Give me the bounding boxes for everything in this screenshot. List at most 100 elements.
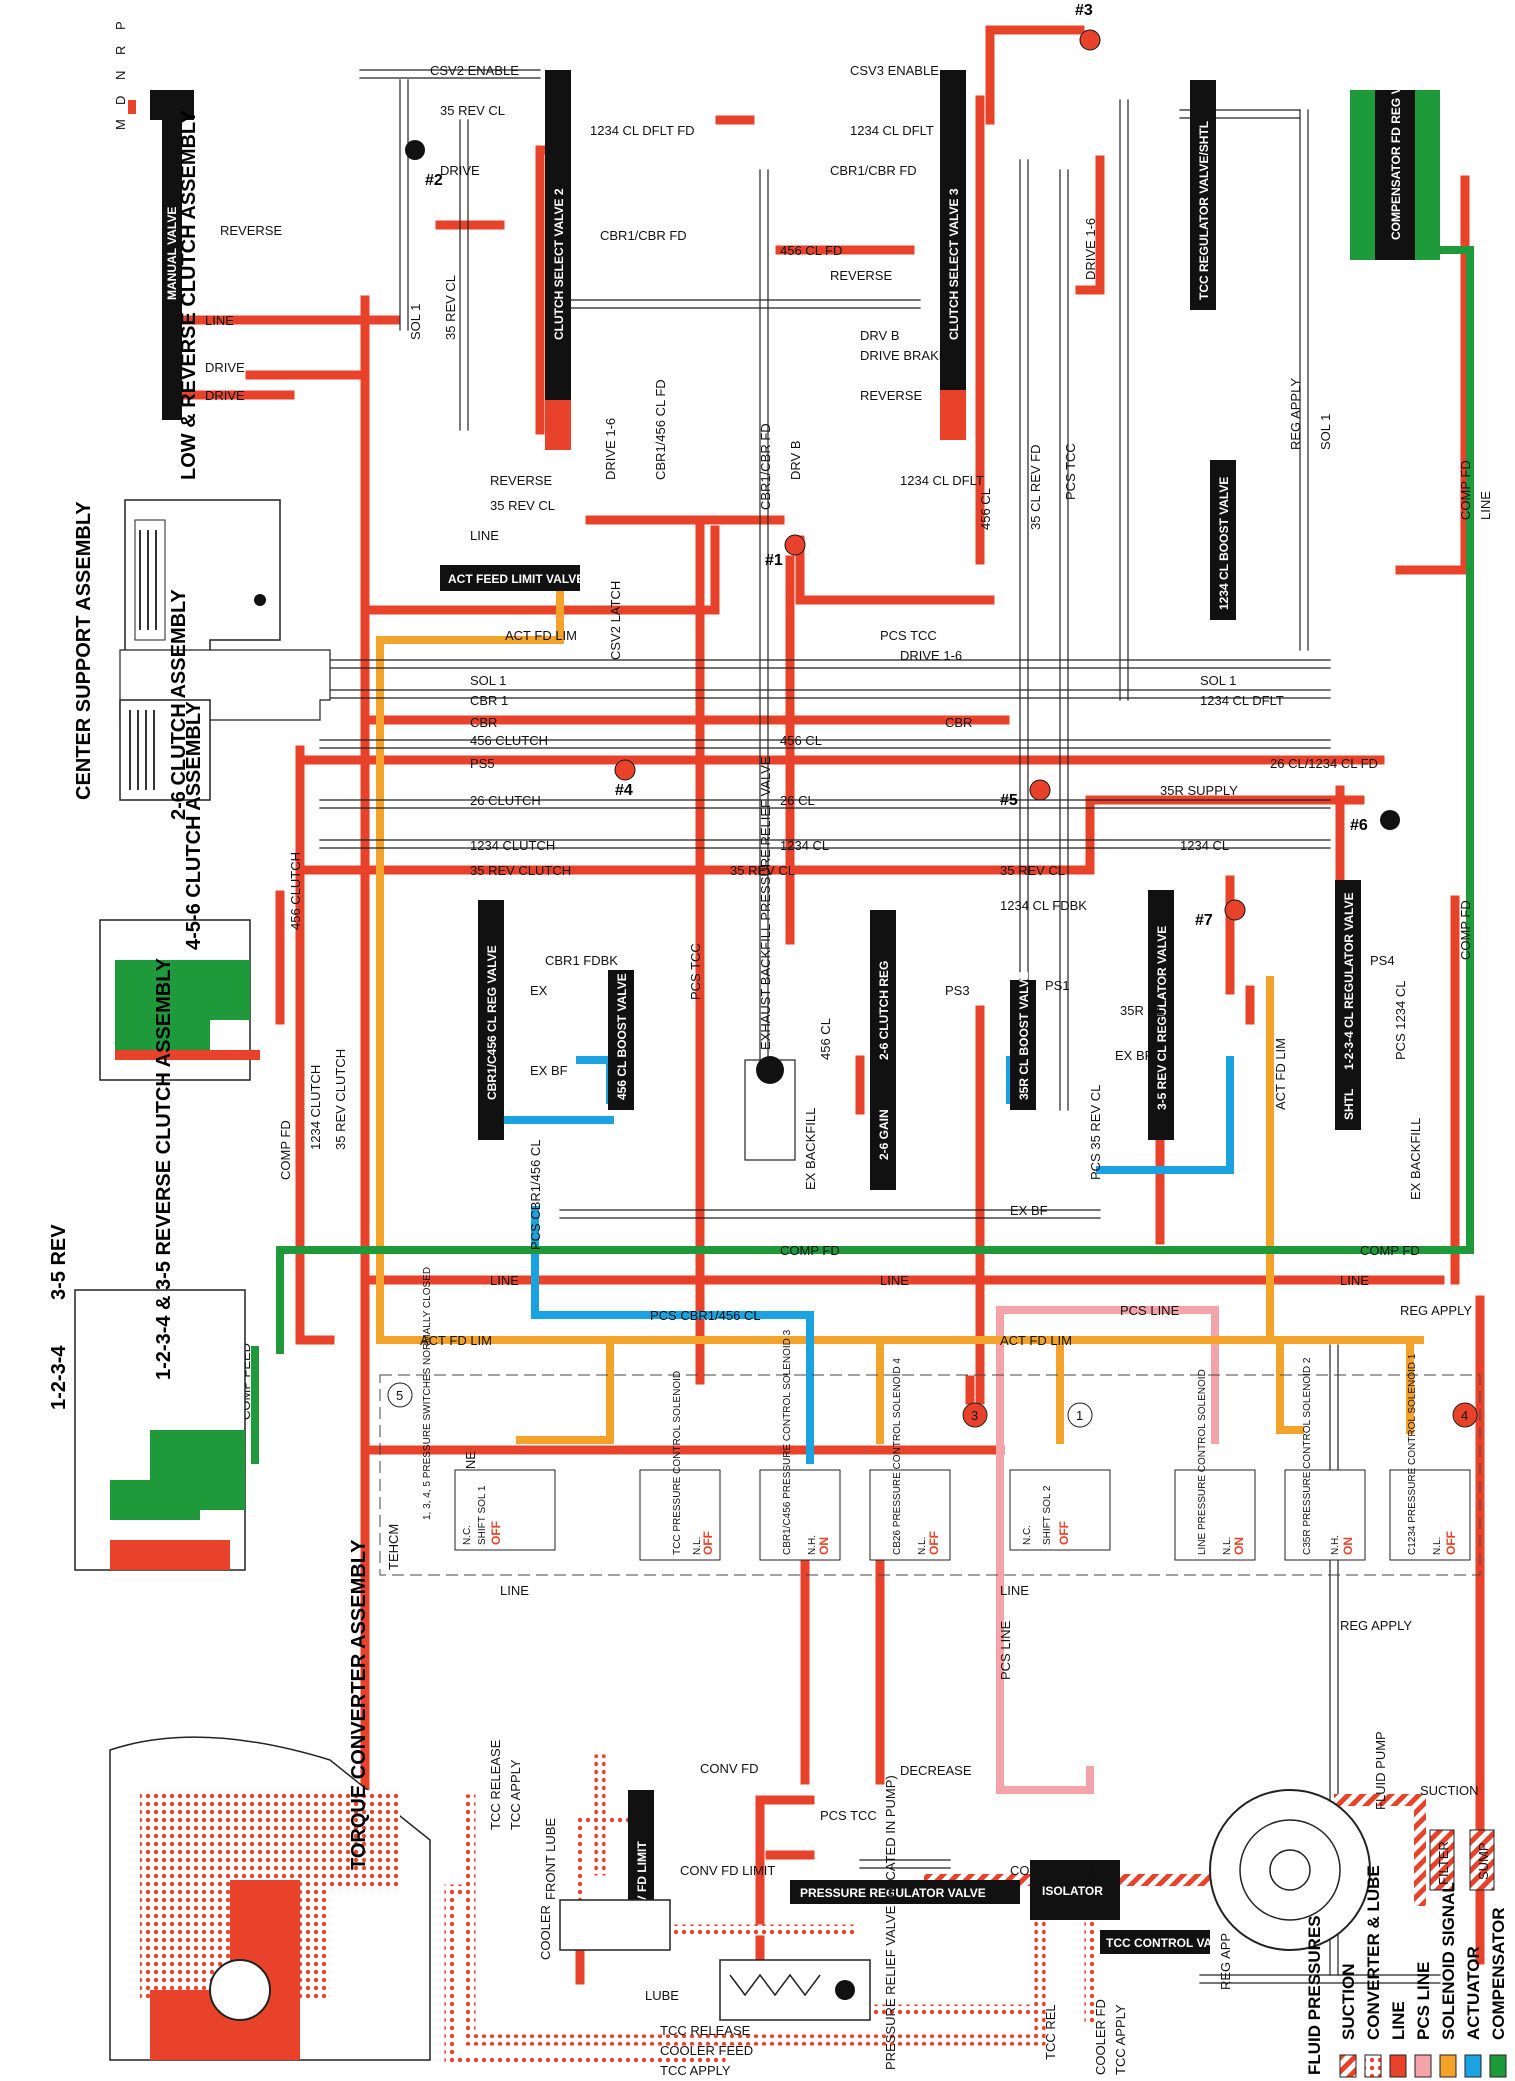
solenoid-shift-sol-1[interactable]: SHIFT SOL 1 N.C. OFF [454,1469,556,1551]
svg-text:SUCTION: SUCTION [1339,1964,1358,2041]
pipe-cooler-fd-v: COOLER FD [1093,1999,1108,2075]
pipe-comp-fd-v3: COMP FD [278,1120,293,1180]
pipe-ex-backfill-v: EX BACKFILL [803,1108,818,1190]
clutch-select-valve-2[interactable]: CLUTCH SELECT VALVE 2 [545,70,571,450]
tcc-control-label: TCC CONTROL VALVE [1106,1936,1235,1950]
pipe-cbr1-1: CBR 1 [470,693,508,708]
fluid-pump-label: FLUID PUMP [1373,1731,1388,1810]
pipe-reg-apply-2: REG APPLY [1340,1618,1412,1633]
pipe-act-fd-lim-v: ACT FD LIM [1273,1038,1288,1110]
solenoid-line-pcs[interactable]: LINE PRESSURE CONTROL SOLENOID N.L. ON [1174,1369,1256,1561]
boost-456-label: 456 CL BOOST VALVE [615,973,629,1100]
pipe-456cl-v2: 456 CL [818,1018,833,1060]
solenoid-shift-sol-2[interactable]: SHIFT SOL 2 N.C. OFF [1009,1469,1111,1551]
svg-text:#7: #7 [1195,912,1213,929]
act-feed-limit-valve[interactable]: ACT FEED LIMIT VALVE [440,565,584,591]
pipe-pcs-line-v: PCS LINE [998,1620,1013,1680]
tehcm-block: TEHCM 1, 3, 4, 5 PRESSURE SWITCHES NORMA… [379,1267,1481,1576]
pipe-drive-brake: DRIVE BRAKE [860,348,948,363]
legend-item-actuator: ACTUATOR [1464,1946,1483,2078]
svg-text:4: 4 [1461,1408,1468,1423]
pipe-35r-supply: 35R SUPPLY [1160,783,1238,798]
tcc-regulator-valve[interactable]: TCC REGULATOR VALVE/SHTL [1190,80,1216,310]
pipe-drive16-v: DRIVE 1-6 [603,418,618,480]
pipe-cbr-2: CBR [945,715,972,730]
clutch-select-valve-3[interactable]: CLUTCH SELECT VALVE 3 [940,70,966,440]
pipe-act-fd-lim-2: ACT FD LIM [420,1333,492,1348]
pipe-tcc-release-v2: TCC RELEASE [488,1739,503,1830]
pipe-tcc-release: TCC RELEASE [660,2023,751,2038]
pipe-tcc-rel-v: TCC REL [1043,2004,1058,2060]
svg-text:#4: #4 [615,782,633,799]
solenoid-pcs-4[interactable]: CB26 PRESSURE CONTROL SOLENOID 4 N.L. OF… [869,1358,951,1561]
solenoid-pcs-2[interactable]: C35R PRESSURE CONTROL SOLENOID 2 N.H. ON [1284,1357,1366,1561]
csv3-label: CLUTCH SELECT VALVE 3 [947,188,961,340]
legend-item-pcs-line: PCS LINE [1414,1962,1433,2078]
pipe-line-1: LINE [205,313,234,328]
solenoid-signal-passages [376,566,1424,1444]
pipe-pcs-cbr1-456: PCS CBR1/456 CL [650,1308,761,1323]
torque-converter-assembly: TORQUE CONVERTER ASSEMBLY [109,1539,431,2061]
svg-text:1: 1 [1076,1408,1083,1423]
tcc-reg-label: TCC REGULATOR VALVE/SHTL [1197,121,1211,300]
label-35rev: 3-5 REV [48,1224,70,1300]
pipe-26-1234-fd: 26 CL/1234 CL FD [1270,756,1378,771]
svg-text:C35R PRESSURE CONTROL SOLENOID: C35R PRESSURE CONTROL SOLENOID 2 [1302,1357,1313,1555]
pipe-suction: SUCTION [1420,1783,1479,1798]
manual-valve-label: MANUAL VALVE [165,207,179,300]
checkball-3: #3 [1075,2,1101,51]
pipe-act-fd-lim-1: ACT FD LIM [505,628,577,643]
rev-35-reg-valve[interactable]: 3-5 REV CL REGULATOR VALVE [1148,890,1174,1140]
svg-text:LINE: LINE [1389,2001,1408,2040]
compensator-label: COMPENSATOR FD REG VALVE [1389,56,1403,240]
pipe-ex-bf-2: EX BF [1115,1048,1153,1063]
pressure-regulator-valve[interactable]: PRESSURE REGULATOR VALVE ISOLATOR [790,1860,1120,1920]
solenoid-pcs-3[interactable]: CBR1/C456 PRESSURE CONTROL SOLENOID 3 N.… [759,1329,841,1561]
svg-text:OFF: OFF [927,1531,941,1555]
clutch-1234-35-assembly: 1-2-3-4 3-5 REV 1-2-3-4 & 3-5 REVERSE CL… [48,957,246,1571]
checkball-5: #5 [1000,779,1051,809]
svg-text:CONVERTER & LUBE: CONVERTER & LUBE [1364,1865,1383,2040]
boost-1234-valve[interactable]: 1234 CL BOOST VALVE [1210,460,1236,620]
pipe-line-7: LINE [1000,1583,1029,1598]
pipe-ex-bf-3: EX BF [1010,1203,1048,1218]
solenoid-pcs-1[interactable]: C1234 PRESSURE CONTROL SOLENOID 1 N.L. O… [1389,1353,1471,1561]
legend-item-compensator: COMPENSATOR [1489,1907,1508,2078]
pipe-drive-3: DRIVE [205,388,245,403]
svg-text:SHIFT SOL 1: SHIFT SOL 1 [477,1485,488,1545]
pipe-456-cl: 456 CL [780,733,822,748]
solenoid-tcc-pcs[interactable]: TCC PRESSURE CONTROL SOLENOID N.L. OFF [639,1371,721,1561]
pipe-35r-cl: 35R CL [1120,1003,1164,1018]
pipe-reverse-1: REVERSE [220,223,282,238]
gear-indicator [128,100,136,114]
compensator-feed-reg-valve[interactable]: COMPENSATOR FD REG VALVE [1350,56,1440,260]
cbr1-c456-reg-valve[interactable]: CBR1/C456 CL REG VALVE [478,900,504,1140]
compensator-passages [251,246,1474,1464]
pipe-sol1-2: SOL 1 [1200,673,1236,688]
clutch-26-reg-valve[interactable]: 2-6 CLUTCH REG 2-6 GAIN [870,910,896,1190]
pipe-1234-dflt-2: 1234 CL DFLT [900,473,984,488]
pipe-decrease: DECREASE [900,1763,972,1778]
pressure-switch-5: 5 [387,1382,413,1408]
pipe-tcc-apply: TCC APPLY [660,2063,731,2078]
svg-text:N.L.: N.L. [917,1537,928,1555]
pipe-conv-fd-limit-2: CONV FD LIMIT [1010,1863,1105,1878]
tcc-control-valve[interactable]: TCC CONTROL VALVE [1100,1930,1235,1954]
label-1234: 1-2-3-4 [48,1345,70,1410]
cooler-label: COOLER [538,1905,553,1960]
pipe-act-fd-lim-3: ACT FD LIM [1000,1333,1072,1348]
pressure-relief-valve: PRESSURE RELIEF VALVE (LOCATED IN PUMP) [719,1775,898,2070]
boost-456-valve[interactable]: 456 CL BOOST VALVE [608,970,634,1110]
pipe-1234-dflt: 1234 CL DFLT [850,123,934,138]
pipe-35-rev-cl-4: 35 REV CL [1000,863,1065,878]
pipe-1234-dflt-fd: 1234 CL DFLT FD [590,123,695,138]
pipe-1234-fdbk: 1234 CL FDBK [1000,898,1087,913]
svg-text:CB26 PRESSURE CONTROL SOLENOID: CB26 PRESSURE CONTROL SOLENOID 4 [892,1358,903,1555]
boost-35r-valve[interactable]: 35R CL BOOST VALVE [1010,971,1036,1110]
reg-1234-valve[interactable]: 1-2-3-4 CL REGULATOR VALVE SHTL [1335,880,1361,1130]
manual-valve[interactable]: MANUAL VALVE [150,90,194,420]
pipe-drv-b: DRV B [860,328,900,343]
pipe-35cl-rev-fd-v: 35 CL REV FD [1028,445,1043,531]
pipe-pcs-cbr1-456-v: PCS CBR1/456 CL [528,1139,543,1250]
